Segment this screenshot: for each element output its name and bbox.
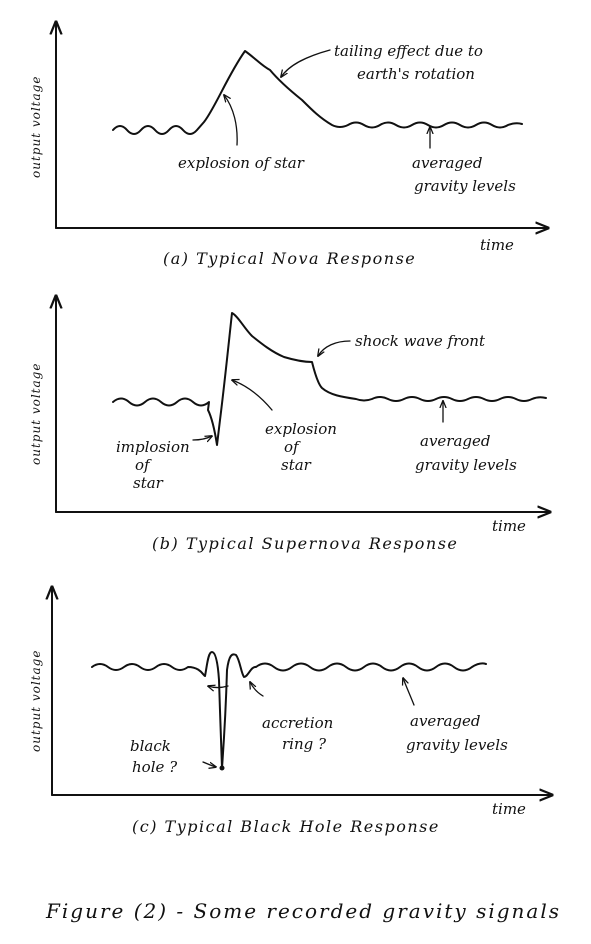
panel-b-annotation-shock: shock wave front — [355, 332, 486, 350]
panel-c-annotation-bh-2: hole ? — [132, 758, 178, 776]
panel-c-arrow-ring-left — [208, 686, 229, 688]
panel-b-annotation-explosion-1: explosion — [265, 420, 337, 438]
panel-c-arrow-ring-right — [250, 682, 264, 697]
figure-caption: Figure (2) - Some recorded gravity signa… — [45, 899, 561, 923]
panel-a-arrow-explosion — [224, 95, 238, 146]
panel-c-arrow-average — [403, 678, 415, 706]
panel-b-arrow-shock — [318, 340, 351, 356]
panel-b-annotation-avg-1: averaged — [420, 432, 491, 450]
panel-c-annotation-bh-1: black — [130, 737, 171, 755]
panel-c-caption: (c) Typical Black Hole Response — [132, 817, 440, 836]
panel-b-annotation-avg-2: gravity levels — [415, 456, 517, 474]
panel-a-annotation-avg-1: averaged — [412, 154, 483, 172]
panel-a-annotation-tailing-2: earth's rotation — [357, 65, 475, 83]
panel-a-nova: output voltage time tailing effect due t… — [29, 22, 548, 268]
panel-c-annotation-ring-2: ring ? — [282, 735, 327, 753]
panel-b-arrow-explosion — [232, 380, 273, 411]
panel-c-annotation-avg-2: gravity levels — [406, 736, 508, 754]
panel-a-signal — [112, 50, 523, 135]
panel-b-supernova: output voltage time shock wave front imp… — [29, 296, 550, 553]
panel-b-annotation-explosion-2: of — [284, 438, 301, 456]
panel-b-annotation-implosion-1: implosion — [116, 438, 190, 456]
panel-b-arrow-implosion — [192, 436, 212, 440]
panel-a-annotation-avg-2: gravity levels — [414, 177, 516, 195]
panel-b-y-label: output voltage — [29, 363, 43, 465]
panel-a-annotation-tailing-1: tailing effect due to — [334, 42, 483, 60]
panel-b-caption: (b) Typical Supernova Response — [152, 534, 458, 553]
panel-c-y-label: output voltage — [29, 650, 43, 752]
panel-a-y-label: output voltage — [29, 76, 43, 178]
panel-a-caption: (a) Typical Nova Response — [163, 249, 416, 268]
panel-b-annotation-implosion-3: star — [133, 474, 164, 492]
panel-b-x-label: time — [492, 517, 526, 535]
panel-c-arrow-black-hole — [202, 761, 216, 767]
panel-c-signal — [91, 651, 487, 769]
panel-c-annotation-avg-1: averaged — [410, 712, 481, 730]
panel-a-annotation-explosion: explosion of star — [178, 154, 305, 172]
panel-b-annotation-explosion-3: star — [281, 456, 312, 474]
panel-a-arrow-tailing — [281, 49, 331, 77]
panel-b-signal — [112, 312, 547, 446]
panel-c-black-hole: output voltage time accretion ring ? bla… — [29, 587, 552, 836]
panel-c-x-label: time — [492, 800, 526, 818]
panel-c-annotation-ring-1: accretion — [262, 714, 333, 732]
panel-c-black-hole-point — [219, 765, 225, 771]
panel-a-x-label: time — [480, 236, 514, 254]
panel-b-annotation-implosion-2: of — [135, 456, 152, 474]
